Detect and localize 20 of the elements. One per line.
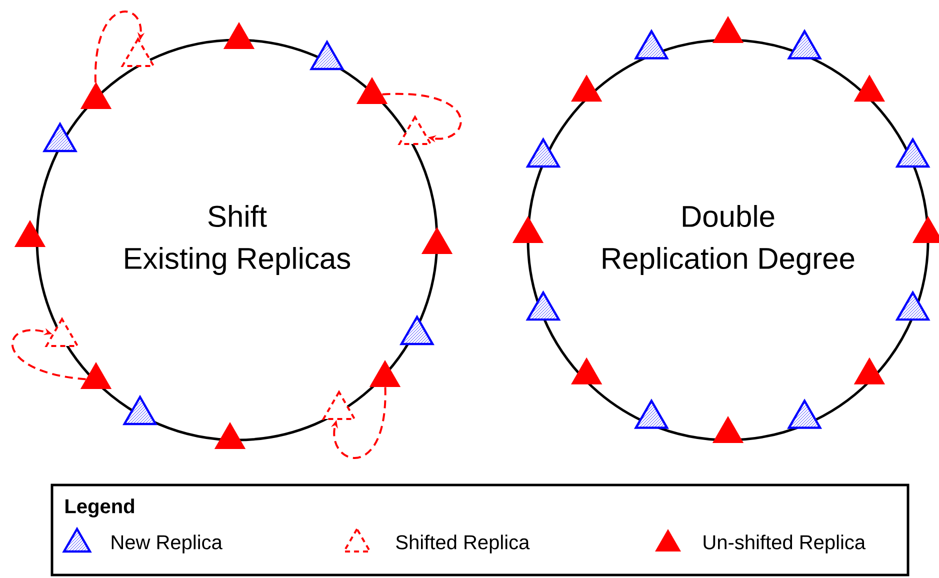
shift-arrow	[12, 328, 86, 380]
unshifted-replica-triangle	[712, 16, 744, 43]
legend-label: Un-shifted Replica	[704, 534, 866, 554]
legend-label: New Replica	[112, 534, 222, 554]
unshifted-replica-triangle	[854, 74, 886, 102]
unshifted-replica-triangle	[223, 22, 255, 49]
legend-label: Shifted Replica	[396, 534, 530, 554]
unshifted-replica-triangle	[80, 82, 112, 109]
unshifted-replica-triangle	[571, 74, 602, 102]
unshifted-replica-triangle	[356, 77, 388, 104]
shift-arrow	[330, 387, 386, 459]
unshifted-replica-triangle	[421, 227, 453, 254]
unshifted-replica-triangle	[214, 422, 246, 449]
unshifted-replica-triangle	[14, 220, 46, 247]
unshifted-replica-triangle	[912, 216, 939, 243]
unshifted-replica-triangle	[512, 216, 544, 243]
shift-arrow	[382, 93, 462, 142]
shift-arrow	[94, 10, 145, 82]
legend-title: Legend	[66, 498, 134, 518]
unshifted-replica-triangle	[712, 416, 744, 443]
